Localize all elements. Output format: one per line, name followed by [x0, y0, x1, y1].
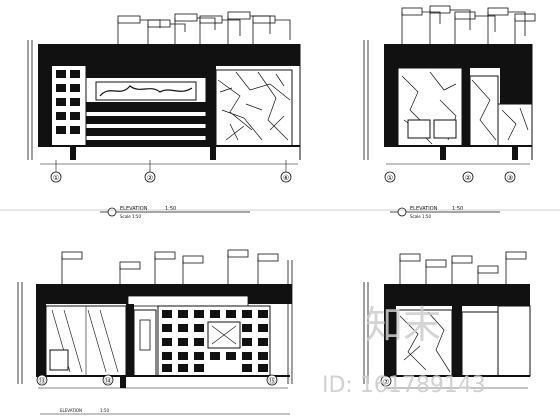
- elevation-top-left: ① ② ⑥ ELEVATION 1:50 Scale 1:50: [27, 11, 301, 219]
- elevation-top-right: ① ② ③ ELEVATION 1:50 Scale 1:50: [363, 5, 536, 219]
- elevation-bottom-right: ⑦: [363, 251, 531, 389]
- elevation-caption: ELEVATION: [410, 206, 438, 212]
- grid-marker-label: ①: [53, 174, 59, 182]
- annotation-tags: [117, 11, 291, 44]
- grid-marker-label: ⑮: [269, 377, 276, 385]
- watermark: 知末 ID: 161789143: [322, 303, 486, 398]
- grid-marker-label: ⑭: [105, 377, 112, 385]
- elevation-scale: 1:50: [165, 206, 176, 212]
- grid-marker-label: ⑦: [383, 378, 389, 386]
- grid-marker-label: ①: [387, 174, 393, 182]
- elevation-scale: 1:50: [100, 408, 109, 413]
- grid-marker-label: ⑬: [39, 377, 46, 385]
- watermark-id-text: ID: 161789143: [322, 373, 486, 398]
- grid-marker-label: ②: [465, 174, 471, 182]
- watermark-logo-text: 知末: [365, 303, 441, 347]
- elevation-scale-note: Scale 1:50: [410, 214, 431, 219]
- elevation-bottom-left: ⑬ ⑭ ⑮ ELEVATION 1:50: [17, 249, 293, 415]
- elevation-scale: 1:50: [452, 206, 463, 212]
- elevation-caption: ELEVATION: [60, 408, 82, 413]
- grid-marker-label: ⑥: [283, 174, 289, 182]
- elevation-caption: ELEVATION: [120, 206, 148, 212]
- grid-marker-label: ②: [147, 174, 153, 182]
- grid-marker-label: ③: [507, 174, 513, 182]
- elevation-scale-note: Scale 1:50: [120, 214, 141, 219]
